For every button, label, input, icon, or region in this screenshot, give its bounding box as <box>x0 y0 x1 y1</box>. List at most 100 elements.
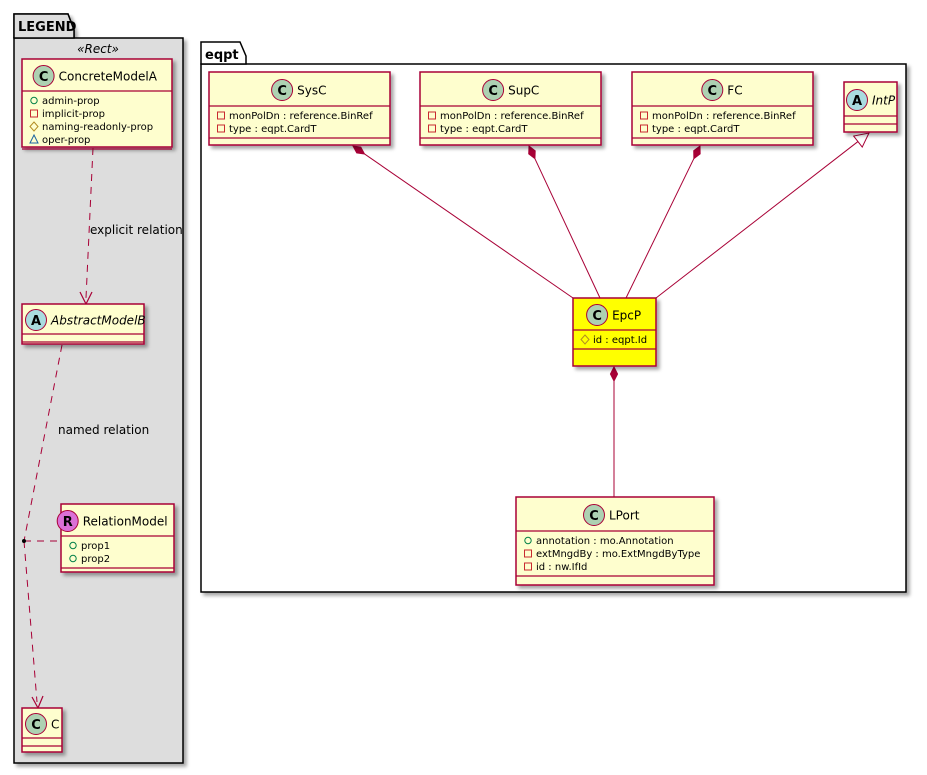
attribute-text: id : nw.IfId <box>536 562 587 573</box>
legend-title: LEGEND <box>18 20 77 35</box>
composition-diamond-icon <box>609 365 619 383</box>
class-sysc[interactable]: C SysC monPolDn : reference.BinRef type : e… <box>208 71 391 146</box>
class-box <box>208 71 391 146</box>
class-attribute: monPolDn : reference.BinRef <box>428 111 584 122</box>
protected-visibility-icon <box>29 121 39 132</box>
class-attribute: implicit-prop <box>30 109 105 120</box>
protected-visibility-icon <box>580 334 590 345</box>
class-kind-letter: C <box>277 84 287 99</box>
class-icon: C <box>271 79 294 101</box>
legend-package: LEGEND «Rect» <box>13 13 184 764</box>
private-visibility-icon <box>640 124 648 133</box>
class-box <box>60 503 175 573</box>
class-kind-letter: C <box>708 84 718 99</box>
attribute-text: id : eqpt.Id <box>593 335 647 346</box>
classes: C ConcreteModelA admin-prop implicit-prop na… <box>21 58 898 753</box>
class-name: ConcreteModelA <box>59 70 158 84</box>
class-attribute: admin-prop <box>30 96 100 107</box>
attribute-text: monPolDn : reference.BinRef <box>440 111 584 122</box>
attribute-text: admin-prop <box>42 96 100 107</box>
class-epcp[interactable]: C EpcP id : eqpt.Id <box>572 297 657 367</box>
class-attribute: type : eqpt.CardT <box>428 124 528 135</box>
edge-sysc-epcp <box>364 153 574 299</box>
attribute-text: implicit-prop <box>42 109 105 120</box>
edge-epcp-intp <box>655 141 859 299</box>
class-kind-letter: R <box>63 515 73 530</box>
private-visibility-icon <box>524 562 532 571</box>
class-kind-letter: C <box>592 309 602 324</box>
class-name: EpcP <box>612 309 641 323</box>
class-attribute: prop1 <box>69 541 110 552</box>
class-attribute: annotation : mo.Annotation <box>524 536 674 547</box>
inheritance-arrow-icon <box>852 132 870 149</box>
eqpt-package-tab <box>200 41 247 65</box>
relation-class-icon: R <box>56 510 79 532</box>
public-visibility-icon <box>524 536 532 545</box>
attribute-text: monPolDn : reference.BinRef <box>229 111 373 122</box>
public-visibility-icon <box>30 96 38 105</box>
class-attribute: oper-prop <box>29 133 90 146</box>
public-visibility-icon <box>69 554 77 563</box>
class-attribute: prop2 <box>69 554 110 565</box>
attribute-text: oper-prop <box>42 135 90 146</box>
class-attribute: id : eqpt.Id <box>580 334 647 346</box>
class-attribute: naming-readonly-prop <box>29 121 153 133</box>
class-icon: C <box>32 65 55 87</box>
class-name: C <box>51 718 59 732</box>
class-kind-letter: C <box>31 718 41 733</box>
class-box <box>419 71 602 146</box>
class-box <box>515 496 715 586</box>
private-visibility-icon <box>524 549 532 558</box>
class-kind-letter: C <box>589 509 599 524</box>
class-attribute: type : eqpt.CardT <box>217 124 317 135</box>
attribute-text: extMngdBy : mo.ExtMngdByType <box>536 549 700 560</box>
edge-fc-epcp <box>625 158 695 299</box>
attribute-text: type : eqpt.CardT <box>440 124 528 135</box>
class-kind-letter: A <box>852 94 862 109</box>
attribute-text: monPolDn : reference.BinRef <box>652 111 796 122</box>
class-concretemodela[interactable]: C ConcreteModelA admin-prop implicit-prop na… <box>21 58 173 150</box>
class-lport[interactable]: C LPort annotation : mo.Annotation extMngdB… <box>515 496 715 586</box>
class-attribute: type : eqpt.CardT <box>640 124 740 135</box>
class-name: FC <box>727 84 742 98</box>
class-fc[interactable]: C FC monPolDn : reference.BinRef type : eqp… <box>631 71 814 146</box>
class-kind-letter: C <box>39 70 49 85</box>
attribute-text: type : eqpt.CardT <box>229 124 317 135</box>
class-icon: C <box>701 79 724 101</box>
class-box <box>572 297 657 367</box>
legend-stereotype: «Rect» <box>77 42 119 56</box>
edge-label-explicit-relation: explicit relation <box>90 223 183 237</box>
private-visibility-icon <box>30 109 38 118</box>
class-box <box>631 71 814 146</box>
eqpt-title: eqpt <box>205 48 239 63</box>
class-attribute: extMngdBy : mo.ExtMngdByType <box>524 549 700 560</box>
composition-diamond-icon <box>528 145 536 160</box>
edge-abstract-c-lower <box>23 540 38 703</box>
class-icon: C <box>482 79 505 101</box>
class-icon: C <box>583 504 605 526</box>
legend-package-body <box>13 37 184 764</box>
edge-label-named-relation: named relation <box>58 423 149 437</box>
public-visibility-icon <box>69 541 77 550</box>
class-name: SysC <box>297 84 326 98</box>
class-icon: C <box>25 713 47 735</box>
composition-diamond-icon <box>352 145 366 155</box>
class-icon: C <box>586 304 609 326</box>
composition-diamond-icon <box>693 145 701 160</box>
class-name: RelationModel <box>83 515 168 529</box>
attribute-text: prop1 <box>81 541 110 552</box>
class-name: LPort <box>609 509 640 523</box>
class-relationmodel[interactable]: R RelationModel prop1 prop2 <box>56 503 175 573</box>
attribute-text: type : eqpt.CardT <box>652 124 740 135</box>
private-visibility-icon <box>428 111 436 120</box>
attribute-text: naming-readonly-prop <box>42 122 153 133</box>
class-name: SupC <box>508 84 539 98</box>
attribute-text: prop2 <box>81 554 110 565</box>
class-kind-letter: A <box>31 314 41 329</box>
private-visibility-icon <box>640 111 648 120</box>
